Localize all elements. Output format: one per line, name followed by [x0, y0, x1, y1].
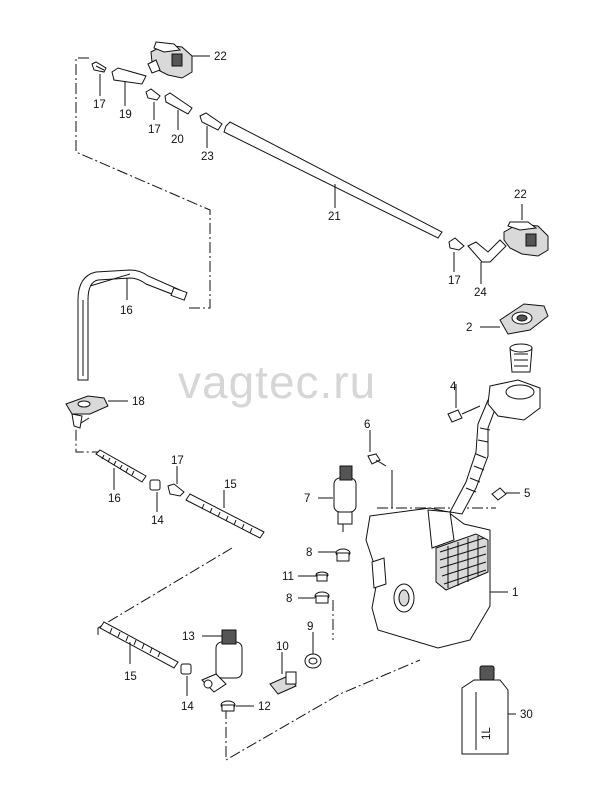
callout-4: 4	[450, 381, 457, 393]
level-sensor-10	[269, 652, 297, 695]
callout-14-lower: 14	[181, 701, 194, 713]
callout-13: 13	[182, 631, 195, 643]
callout-9: 9	[307, 621, 313, 633]
callout-23: 23	[201, 151, 214, 163]
routing-lines	[75, 57, 496, 761]
connector-23	[199, 112, 223, 148]
washer-nozzle-top	[147, 41, 210, 79]
callout-30: 30	[520, 709, 533, 721]
callout-5: 5	[524, 488, 530, 500]
callout-14-upper: 14	[151, 515, 164, 527]
hose-20	[164, 92, 193, 130]
callout-15-lower: 15	[124, 671, 137, 683]
callout-16-lower: 16	[108, 493, 121, 505]
callout-16-upper: 16	[120, 305, 133, 317]
callout-8-upper: 8	[306, 547, 312, 559]
connector-14-upper	[149, 479, 161, 512]
plug-11	[298, 571, 329, 582]
callout-2: 2	[466, 322, 472, 334]
connector-17-lower	[167, 466, 185, 497]
connector-17-top	[91, 61, 107, 96]
hose-16-upper	[77, 269, 188, 381]
callout-17-a: 17	[93, 99, 106, 111]
connector-17-second	[145, 88, 161, 120]
connector-17-right	[448, 237, 465, 272]
grommet-8-lower	[298, 591, 330, 604]
washer-fluid-bottle-30: 1L	[461, 665, 516, 755]
hose-15-upper	[185, 490, 265, 539]
callout-1: 1	[512, 587, 518, 599]
washer-nozzle-right	[503, 204, 549, 257]
hose-16-lower	[95, 449, 147, 490]
callout-12: 12	[258, 701, 271, 713]
grommet-12	[220, 700, 254, 712]
bottle-capacity: 1L	[481, 727, 493, 740]
clip-5	[491, 487, 520, 501]
callout-19: 19	[119, 109, 132, 121]
filler-cap-2	[480, 303, 549, 335]
callout-20: 20	[171, 134, 184, 146]
callout-17-c: 17	[448, 275, 461, 287]
watermark: vagtec.ru	[178, 356, 376, 408]
callout-22-top: 22	[214, 51, 227, 63]
callout-21: 21	[328, 211, 341, 223]
callout-7: 7	[304, 493, 310, 505]
callout-10: 10	[276, 641, 289, 653]
hose-19	[111, 67, 147, 106]
callout-8-lower: 8	[286, 593, 292, 605]
hose-15-lower	[99, 621, 179, 669]
hose-21-long	[223, 121, 443, 239]
washer-pump-13	[201, 629, 243, 693]
callout-15-upper: 15	[224, 479, 237, 491]
callout-6: 6	[364, 419, 370, 431]
callout-11: 11	[282, 571, 294, 583]
callout-22-right: 22	[514, 189, 527, 201]
seal-9	[304, 632, 322, 669]
callout-24: 24	[474, 287, 487, 299]
washer-pump-7	[318, 465, 357, 532]
grommet-8-upper	[318, 548, 351, 562]
callout-17-b: 17	[148, 124, 161, 136]
elbow-24	[467, 239, 507, 284]
connector-14-lower	[180, 663, 192, 696]
screw-6	[367, 430, 393, 508]
bracket-4	[447, 379, 541, 423]
hose-clip-18	[65, 395, 128, 429]
washer-reservoir-1	[365, 507, 508, 649]
strainer	[509, 343, 533, 373]
callout-17-d: 17	[171, 455, 184, 467]
callout-18: 18	[132, 396, 145, 408]
